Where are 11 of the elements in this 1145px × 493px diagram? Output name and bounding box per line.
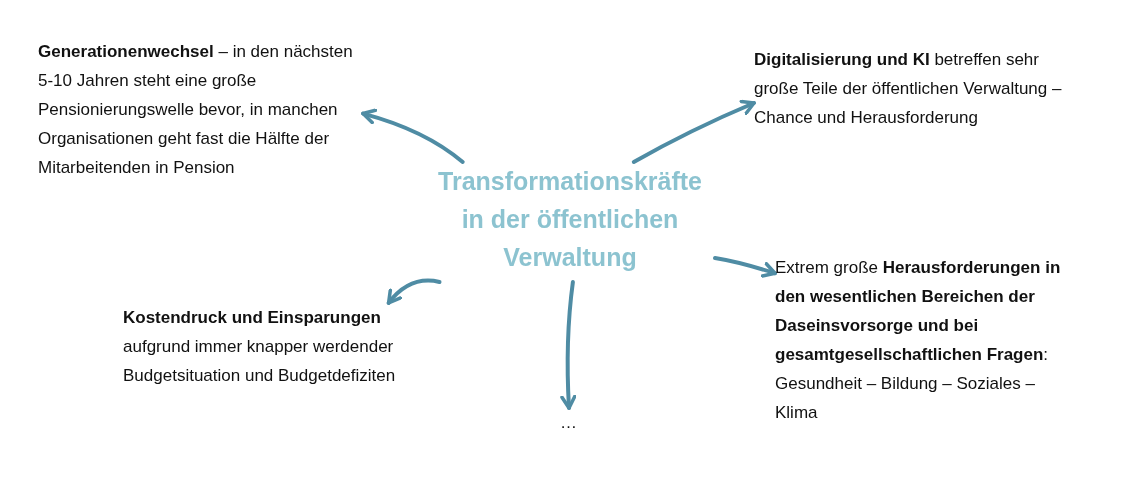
- description-text: Digitalisierung und KI betreffen sehr große Teile der öffentlichen Verwaltung – Chance und Herausforderung: [754, 49, 1063, 129]
- curved-arrow: [560, 280, 577, 410]
- curved-arrow: [361, 108, 465, 164]
- curved-arrow: [713, 256, 777, 278]
- description-text: …: [560, 412, 578, 434]
- description-text: Kostendruck und Einsparungen aufgrund immer knapper werdender Budgetsituation und Budgetdefiziten: [123, 307, 397, 387]
- central-heading: Transformationskräfte in der öffentlichen Verwaltung: [437, 166, 703, 273]
- curved-arrow: [386, 278, 442, 305]
- curved-arrow: [631, 99, 756, 164]
- description-text: Extrem große Herausforderungen in den wesentlichen Bereichen der Daseinsvorsorge und bei gesamtgesellschaftlichen Fragen: Gesundheit – Bildung – Soziales – Klima: [775, 257, 1062, 424]
- description-text: Generationenwechsel – in den nächsten 5-10 Jahren steht eine große Pensionierungswelle bevor, in manchen Organisationen geht fast die Hälfte der Mitarbeitenden in Pension: [38, 41, 354, 179]
